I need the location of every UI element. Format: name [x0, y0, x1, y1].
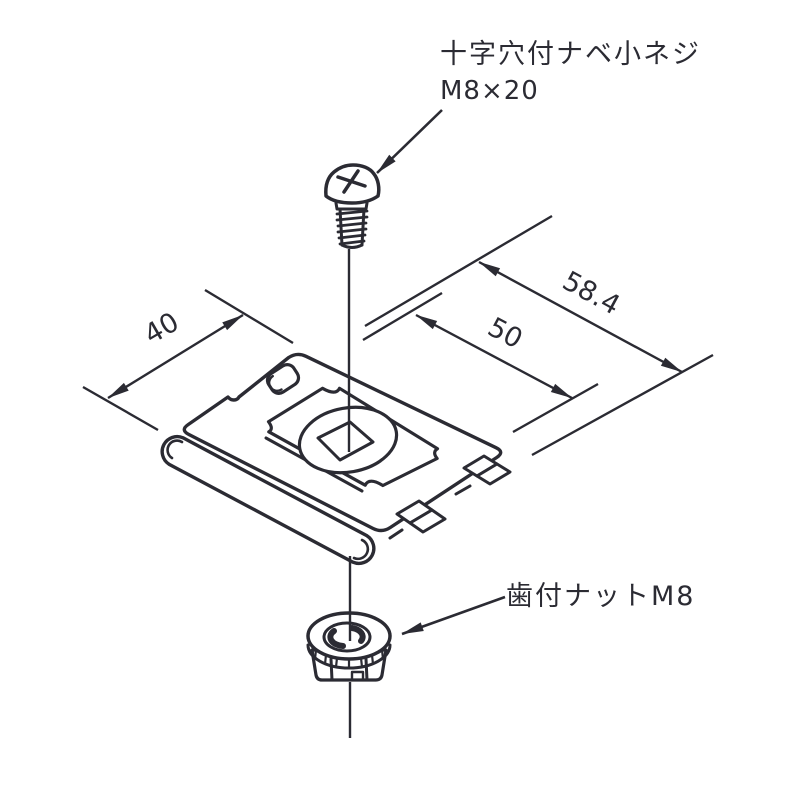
screw-threads [335, 209, 369, 246]
flange-left-cap-line [166, 439, 184, 460]
leader-line [376, 109, 443, 174]
dimension-value: 50 [483, 312, 528, 356]
extension-line [364, 214, 714, 457]
nut-callout: 歯付ナットM8 [401, 581, 695, 636]
nut-teeth [313, 648, 385, 670]
phillips-recess [336, 169, 367, 194]
dimension-value: 58.4 [557, 266, 625, 322]
screw-label-line2: M8×20 [440, 76, 539, 106]
screw-head [324, 163, 381, 205]
clip-tab-upper [462, 454, 512, 486]
center-axis-line [347, 249, 352, 738]
square-hole [316, 420, 375, 462]
dimension-line [478, 260, 683, 374]
nut-hex-facets [329, 657, 369, 682]
screw-label-line1: 十字穴付ナベ小ネジ [440, 39, 701, 70]
dimension-line [107, 313, 244, 400]
extension-line [362, 291, 599, 434]
plate-thickness-edge [388, 484, 472, 540]
nut-hex-notch [350, 670, 365, 682]
nut-bore-shading [327, 625, 366, 649]
screw-neck [334, 201, 369, 211]
nut-label: 歯付ナットM8 [506, 581, 695, 612]
nut-drawing [306, 611, 392, 682]
flange-right-cap-line [352, 538, 370, 561]
clip-tab-lower [395, 499, 447, 534]
screw-callout: 十字穴付ナベ小ネジ M8×20 [376, 39, 701, 174]
dimension-value: 40 [139, 307, 184, 351]
leader-line [401, 595, 506, 636]
spring-tab [265, 363, 301, 395]
screw-drawing [324, 163, 381, 249]
extension-line [82, 288, 294, 432]
plate-drawing [160, 352, 512, 566]
flange-rolled-edge [160, 434, 376, 566]
